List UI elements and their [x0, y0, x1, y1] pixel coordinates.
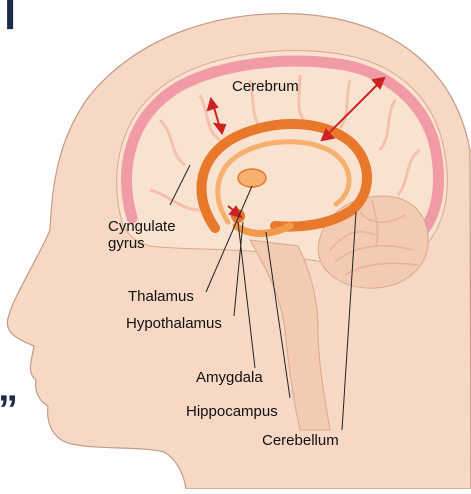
label-cingulate-gyrus-line1: Cyngulate: [108, 218, 176, 235]
label-cingulate-gyrus-line2: gyrus: [108, 235, 145, 252]
label-thalamus: Thalamus: [128, 288, 194, 305]
top-left-text-fragment: l: [4, 0, 16, 40]
label-amygdala: Amygdala: [196, 369, 263, 386]
bottom-left-text-fragment: ”: [0, 388, 18, 433]
label-cerebrum: Cerebrum: [232, 78, 299, 95]
label-hippocampus: Hippocampus: [186, 403, 278, 420]
thalamus-shape: [238, 169, 266, 187]
label-cerebellum: Cerebellum: [262, 432, 339, 449]
label-hypothalamus: Hypothalamus: [126, 315, 222, 332]
